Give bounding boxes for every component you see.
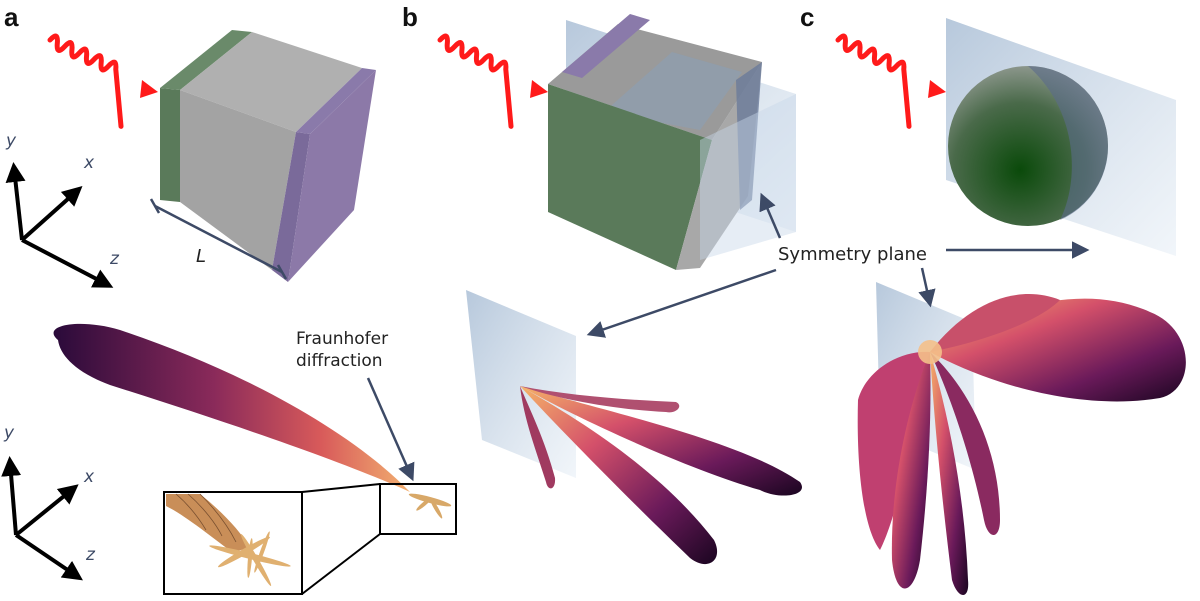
fraunhofer-arrow [366,377,415,482]
radiation-lobe-icon [53,323,410,492]
length-label: L [196,246,206,267]
radiation-lobe-icon [520,386,802,565]
axes-triad-icon [5,162,114,288]
symmetry-arrow-b-lower [586,268,777,338]
incident-wave-icon [47,33,124,129]
wave-arrowhead-icon [530,80,548,98]
axis-label-x: x [83,467,95,487]
panel-label-b: b [402,2,418,32]
radiation-lobe-icon [857,294,1186,595]
panel-label-c: c [800,2,814,32]
zoom-inset [163,491,303,595]
axis-label-z: z [85,545,96,565]
panel-a: y x z L y x z [1,30,457,595]
wave-arrowhead-icon [140,80,158,98]
fraunhofer-label-line1: Fraunhofer [296,329,388,349]
length-bracket [149,198,288,280]
axis-label-x: x [83,153,95,173]
diffraction-pattern-icon [408,493,452,519]
fraunhofer-label-line2: diffraction [296,351,383,371]
panel-b: Symmetry plane [437,14,927,565]
axis-label-z: z [109,249,120,269]
zoom-box [379,483,457,535]
axes-triad-icon [1,456,83,581]
incident-wave-icon [437,33,514,129]
panel-label-a: a [4,2,19,32]
axis-label-y: y [5,131,17,151]
material-slab [160,30,376,282]
symmetry-arrow-c-down [918,267,936,308]
axis-label-y: y [3,423,15,443]
symmetry-plane-icon [466,290,576,478]
material-cube [548,14,762,270]
panel-c [835,18,1186,595]
symmetry-plane-label: Symmetry plane [778,244,927,265]
wave-arrowhead-icon [928,80,946,98]
symmetry-arrow-b-upper [759,192,782,239]
incident-wave-icon [835,33,912,129]
